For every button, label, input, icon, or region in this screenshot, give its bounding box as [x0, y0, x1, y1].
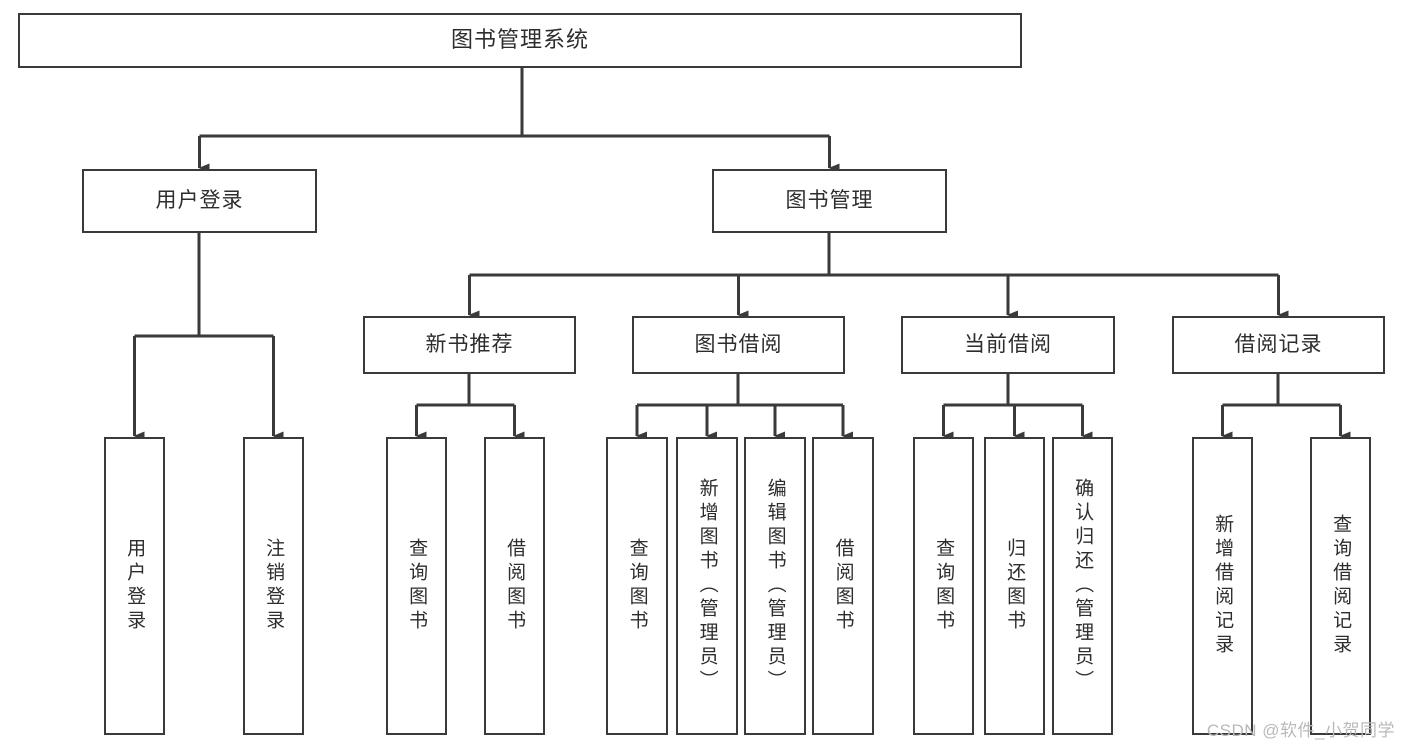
node-label: 新书推荐 [425, 333, 514, 357]
node-l3-cb-return[interactable]: 归还图书 [984, 437, 1045, 735]
node-label: 查询借阅记录 [1330, 514, 1352, 658]
node-l2-current[interactable]: 当前借阅 [901, 316, 1115, 374]
node-l2-record[interactable]: 借阅记录 [1172, 316, 1385, 374]
connector-lines [133, 68, 1351, 441]
node-label: 编辑图书（管理员） [764, 478, 786, 694]
node-l3-bb-edit[interactable]: 编辑图书（管理员） [744, 437, 806, 735]
node-l3-bb-query[interactable]: 查询图书 [606, 437, 668, 735]
node-label: 图书管理 [785, 189, 874, 213]
node-label: 借阅记录 [1234, 333, 1323, 357]
node-label: 归还图书 [1004, 538, 1026, 634]
node-l3-user-logout[interactable]: 注销登录 [243, 437, 304, 735]
node-l3-rec-add[interactable]: 新增借阅记录 [1192, 437, 1253, 735]
node-l3-bb-add[interactable]: 新增图书（管理员） [676, 437, 738, 735]
node-label: 查询图书 [406, 538, 428, 634]
node-l3-cb-query[interactable]: 查询图书 [913, 437, 974, 735]
node-l3-nb-query[interactable]: 查询图书 [386, 437, 447, 735]
node-label: 查询图书 [933, 538, 955, 634]
node-l3-bb-borrow[interactable]: 借阅图书 [812, 437, 874, 735]
node-label: 借阅图书 [504, 538, 526, 634]
node-label: 确认归还（管理员） [1072, 478, 1094, 694]
node-label: 借阅图书 [832, 538, 854, 634]
node-l1-book-manage[interactable]: 图书管理 [712, 169, 947, 233]
node-label: 注销登录 [263, 538, 285, 634]
node-label: 新增借阅记录 [1212, 514, 1234, 658]
node-l2-new-book[interactable]: 新书推荐 [363, 316, 576, 374]
node-l3-rec-query[interactable]: 查询借阅记录 [1310, 437, 1371, 735]
node-root[interactable]: 图书管理系统 [18, 13, 1022, 68]
node-l3-nb-borrow[interactable]: 借阅图书 [484, 437, 545, 735]
node-l2-borrow[interactable]: 图书借阅 [632, 316, 845, 374]
node-label: 图书借阅 [694, 333, 783, 357]
node-l3-user-login[interactable]: 用户登录 [104, 437, 165, 735]
node-label: 新增图书（管理员） [696, 478, 718, 694]
watermark-label: CSDN @软件_小贺同学 [1206, 721, 1395, 740]
node-label: 用户登录 [155, 189, 244, 213]
node-label: 图书管理系统 [450, 27, 589, 53]
node-label: 查询图书 [626, 538, 648, 634]
node-l3-cb-confirm[interactable]: 确认归还（管理员） [1052, 437, 1113, 735]
node-l1-user-login[interactable]: 用户登录 [82, 169, 317, 233]
node-label: 当前借阅 [964, 333, 1052, 357]
node-label: 用户登录 [124, 538, 146, 634]
